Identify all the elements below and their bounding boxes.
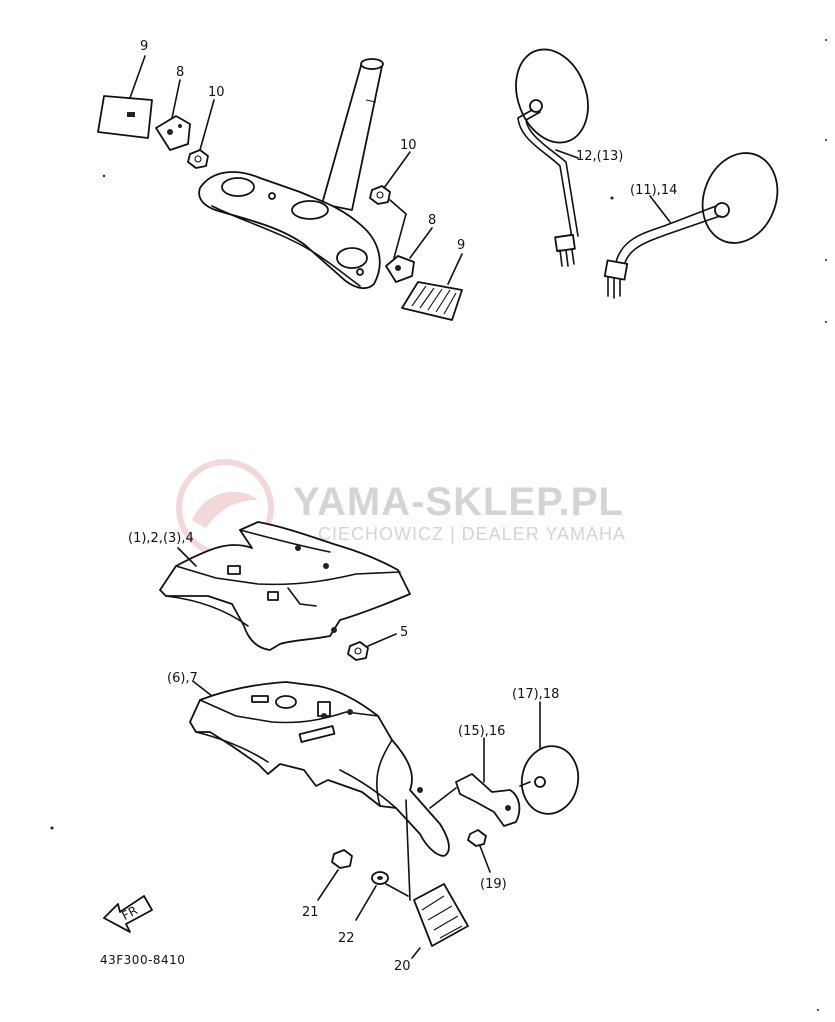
front-arrow-label: FR xyxy=(119,903,140,923)
steering-crown-assembly xyxy=(198,58,384,290)
tail-reflector-light-icon xyxy=(520,745,580,815)
reflector-plate-icon xyxy=(97,95,153,139)
part-18: (17),18 xyxy=(512,687,580,815)
label-mirror-right: (11),14 xyxy=(630,183,677,198)
label-front-fender: (1),2,(3),4 xyxy=(128,531,194,546)
label-part-10-top: 10 xyxy=(208,85,225,100)
label-part-19: (19) xyxy=(480,877,507,892)
label-rear-fender: (6),7 xyxy=(167,671,198,686)
part-20: 20 xyxy=(394,799,469,974)
steering-stem-tube xyxy=(321,61,383,211)
mirror-right-assembly: (11),14 xyxy=(603,152,779,299)
part-22: 22 xyxy=(338,871,409,946)
label-part-21: 21 xyxy=(302,905,319,920)
label-part-9-mid: 9 xyxy=(457,238,465,253)
part-19: (19) xyxy=(467,829,507,892)
mirror-right-glass xyxy=(701,152,779,244)
reflector-icon xyxy=(401,281,463,321)
steering-crown-plate xyxy=(198,171,381,290)
label-part-8-mid: 8 xyxy=(428,213,436,228)
label-part-22: 22 xyxy=(338,931,355,946)
watermark-title: YAMA-SKLEP.PL xyxy=(293,480,624,524)
front-arrow-icon xyxy=(103,895,153,933)
label-part-20: 20 xyxy=(394,959,411,974)
front-fender-assembly: (1),2,(3),4 xyxy=(128,521,411,651)
reflector-icon xyxy=(413,883,469,947)
watermark-logo-swoosh xyxy=(192,491,258,528)
light-bracket-icon xyxy=(455,773,521,827)
watermark: YAMA-SKLEP.PL CIECHOWICZ | DEALER YAMAHA xyxy=(176,459,626,557)
bracket-icon xyxy=(155,115,191,151)
front-fender-body xyxy=(159,521,411,651)
nut-icon xyxy=(347,641,369,661)
rear-fender-assembly: (6),7 xyxy=(167,671,450,857)
part-8-top: 8 xyxy=(155,65,191,151)
scan-specks xyxy=(50,39,827,1011)
diagram-code: 43F300-8410 xyxy=(100,953,185,967)
rear-fender-body xyxy=(189,681,450,857)
part-9-mid: 9 xyxy=(401,238,465,321)
label-part-10-mid: 10 xyxy=(400,138,417,153)
part-10-mid: 10 xyxy=(369,138,417,259)
part-16: (15),16 xyxy=(429,724,521,827)
label-part-18: (17),18 xyxy=(512,687,559,702)
part-10-top: 10 xyxy=(187,85,225,169)
nut-icon xyxy=(187,149,209,169)
label-part-16: (15),16 xyxy=(458,724,505,739)
front-direction-arrow: FR xyxy=(103,895,153,933)
mirror-left-assembly: 12,(13) xyxy=(515,48,623,267)
nut-icon xyxy=(467,829,487,847)
part-5: 5 xyxy=(347,625,408,661)
watermark-subtitle: CIECHOWICZ | DEALER YAMAHA xyxy=(318,524,626,544)
mirror-left-glass xyxy=(515,48,589,144)
label-part-9-top: 9 xyxy=(140,39,148,54)
label-mirror-left: 12,(13) xyxy=(576,149,623,164)
nut-icon xyxy=(331,849,353,869)
label-part-8-top: 8 xyxy=(176,65,184,80)
part-8-mid: 8 xyxy=(385,213,436,283)
part-21: 21 xyxy=(302,849,353,920)
part-9-top: 9 xyxy=(97,39,153,139)
nut-icon xyxy=(369,185,391,205)
label-part-5: 5 xyxy=(400,625,408,640)
